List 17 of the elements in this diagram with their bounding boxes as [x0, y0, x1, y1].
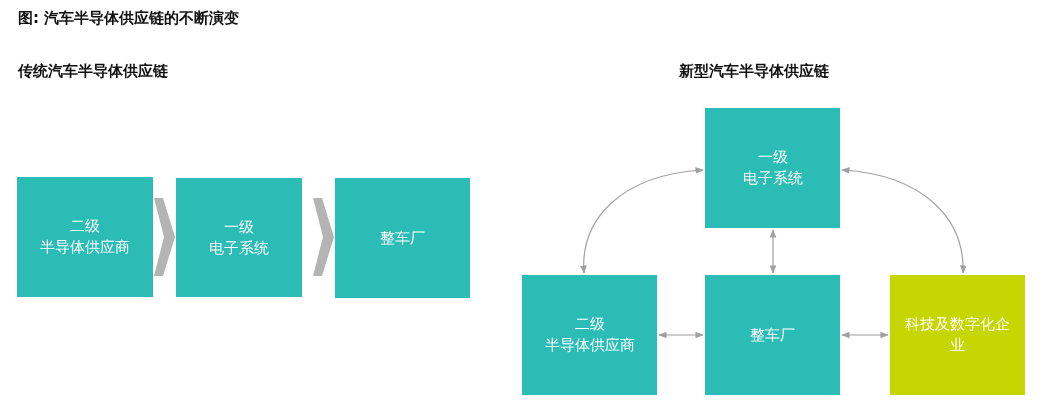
process-box: 整车厂 [705, 275, 840, 395]
arrow [580, 167, 704, 274]
process-box: 整车厂 [335, 178, 470, 298]
arrow [658, 331, 704, 339]
section-heading: 新型汽车半导体供应链 [679, 62, 829, 81]
process-box: 科技及数字化企业 [890, 275, 1025, 395]
process-box: 二级 半导体供应商 [17, 177, 153, 297]
chevron-arrow [313, 198, 334, 276]
figure-title: 图: 汽车半导体供应链的不断演变 [18, 9, 240, 28]
arrow [841, 167, 967, 274]
process-box: 一级 电子系统 [176, 178, 302, 297]
section-heading: 传统汽车半导体供应链 [18, 62, 168, 81]
process-box: 一级 电子系统 [705, 108, 840, 228]
arrow [769, 229, 777, 274]
process-box: 二级 半导体供应商 [522, 275, 657, 395]
arrow [841, 331, 889, 339]
chevron-arrow [154, 198, 175, 276]
